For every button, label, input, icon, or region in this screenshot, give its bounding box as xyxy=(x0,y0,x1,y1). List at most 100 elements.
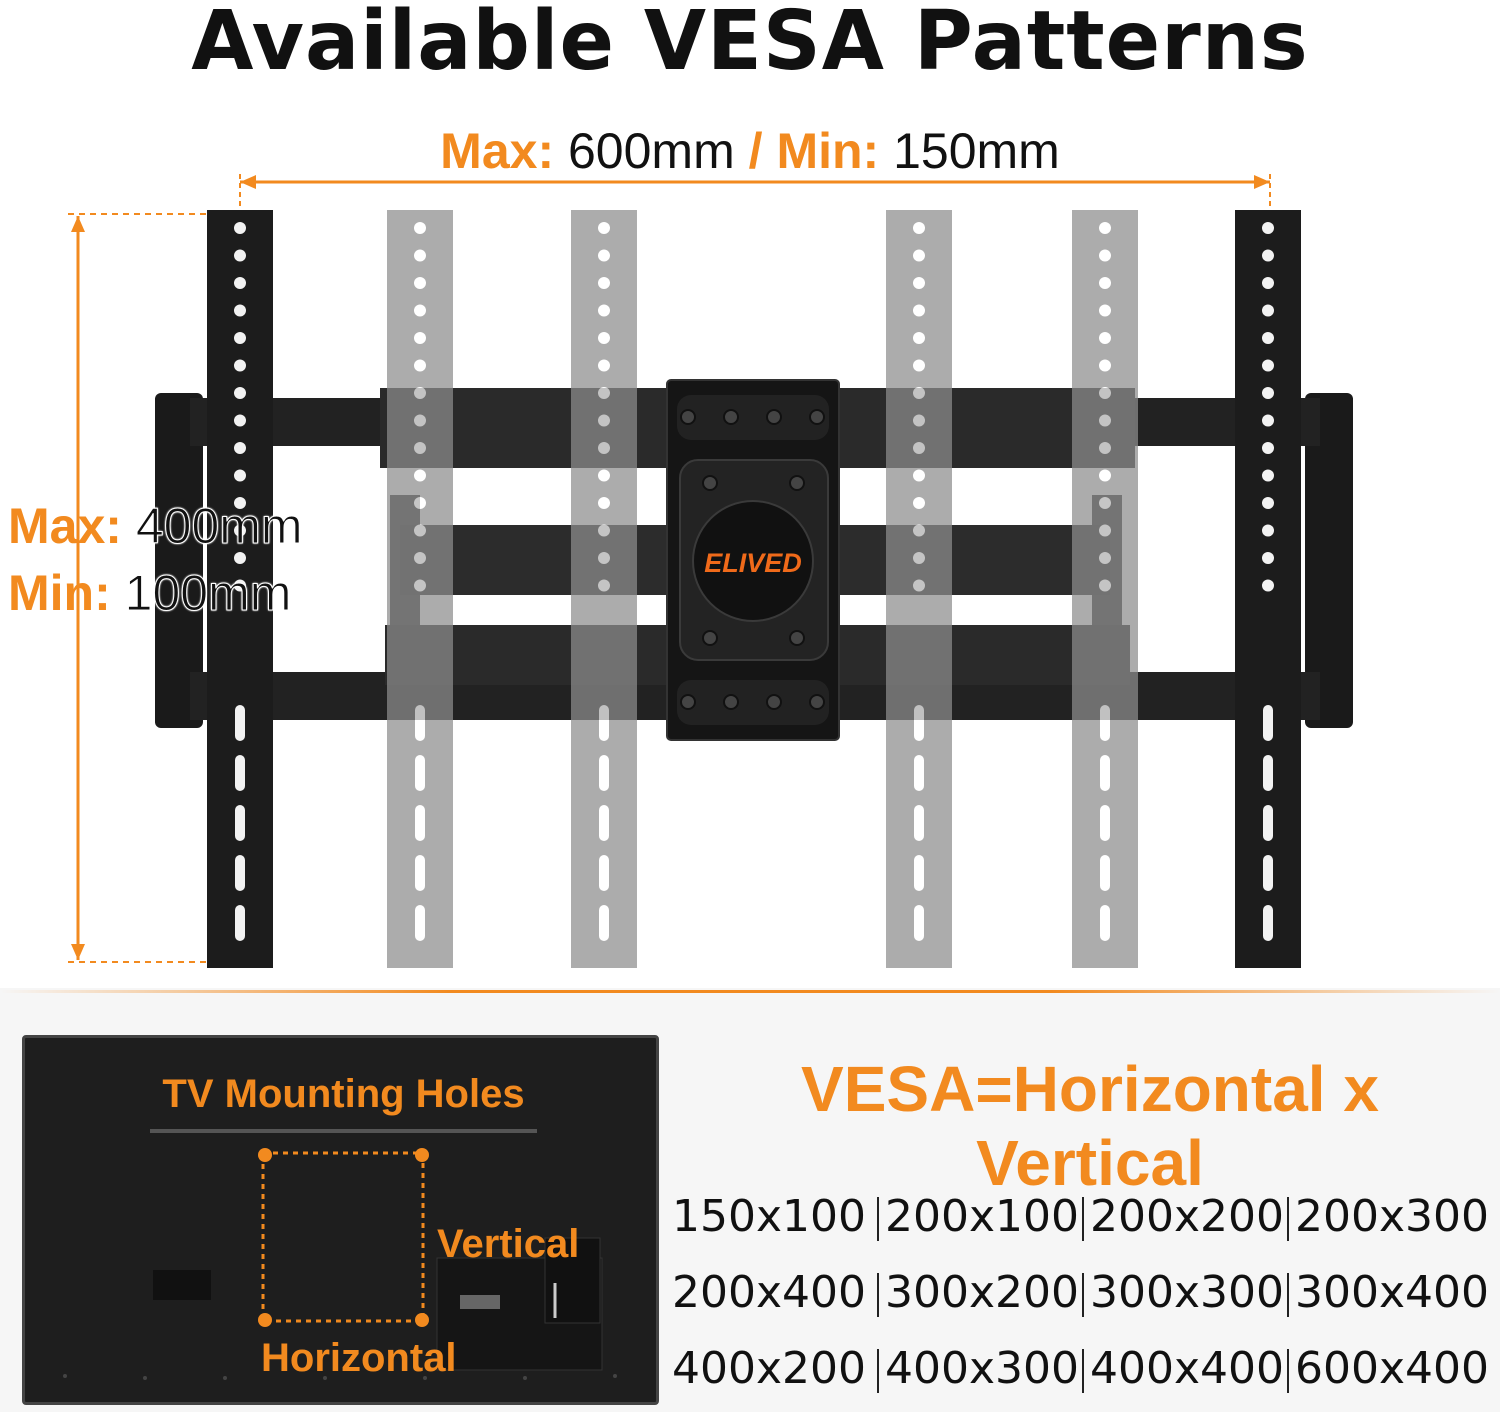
tv-side-ports xyxy=(544,1237,601,1324)
bracket-hole xyxy=(414,304,426,317)
section-divider xyxy=(0,990,1500,993)
pattern-cell: 200x100 xyxy=(877,1191,1082,1242)
bracket-hole xyxy=(1262,414,1274,427)
plate-bolt xyxy=(809,694,825,710)
pattern-cell: 300x300 xyxy=(1082,1267,1287,1318)
bracket-hole xyxy=(1099,249,1111,262)
bracket-hole xyxy=(1099,387,1111,399)
bracket-slot xyxy=(1100,755,1110,791)
pattern-cell: 300x400 xyxy=(1287,1267,1492,1318)
bracket-hole xyxy=(1262,524,1274,537)
bracket-hole xyxy=(1099,442,1111,454)
bracket-hole xyxy=(598,524,610,537)
mounting-hole xyxy=(415,1313,429,1327)
bracket-slot xyxy=(415,905,425,941)
tv-bottom-dots xyxy=(63,1374,617,1380)
pattern-cell: 600x400 xyxy=(1287,1343,1492,1394)
bracket-hole xyxy=(598,469,610,482)
bracket-slot xyxy=(235,905,245,941)
vesa-formula: VESA=Horizontal x Vertical xyxy=(801,1053,1379,1199)
bracket-hole xyxy=(414,277,426,289)
bracket-hole xyxy=(598,497,610,509)
mounting-hole-frame xyxy=(261,1151,425,1323)
bracket-slot xyxy=(914,755,924,791)
bracket-slot xyxy=(1263,805,1273,841)
bracket-hole xyxy=(598,387,610,399)
vertical-bracket xyxy=(571,210,637,968)
bracket-hole xyxy=(234,524,246,537)
bracket-hole xyxy=(414,359,426,372)
pattern-row: 200x400 300x200 300x300 300x400 xyxy=(672,1254,1492,1330)
plate-bolt xyxy=(680,409,696,425)
bracket-slot xyxy=(1263,755,1273,791)
bracket-slot xyxy=(914,805,924,841)
horizontal-label: Horizontal xyxy=(261,1336,457,1380)
tv-back-drawing xyxy=(63,1129,617,1380)
bracket-slot xyxy=(415,705,425,741)
bracket-hole xyxy=(234,497,246,509)
main-vertical-brackets xyxy=(207,210,1301,968)
bracket-hole xyxy=(234,277,246,289)
plate-bolts xyxy=(680,409,825,710)
bracket-slot xyxy=(235,755,245,791)
vertical-bracket xyxy=(387,210,453,968)
bracket-hole xyxy=(234,359,246,372)
bracket-hole xyxy=(414,552,426,564)
bracket-hole xyxy=(234,249,246,262)
tv-mounting-holes-heading: TV Mounting Holes xyxy=(162,1072,525,1116)
bracket-hole xyxy=(913,524,925,537)
vertical-label: Vertical xyxy=(437,1222,580,1266)
horizontal-dimension-arrow xyxy=(239,174,1271,215)
vertical-min: Min: 100mm xyxy=(8,564,292,622)
bracket-slot xyxy=(914,705,924,741)
plate-bolt xyxy=(680,694,696,710)
plate-bolt xyxy=(789,475,805,491)
bracket-hole xyxy=(414,579,426,592)
bracket-slot xyxy=(235,705,245,741)
bracket-hole xyxy=(414,524,426,537)
pattern-cell: 400x200 xyxy=(672,1342,867,1394)
bracket-hole xyxy=(598,579,610,592)
bracket-hole xyxy=(598,442,610,454)
bracket-slot xyxy=(599,855,609,891)
bracket-hole xyxy=(1262,442,1274,454)
vesa-pattern-table: 150x100 200x100 200x200 200x300 200x400 … xyxy=(672,1178,1492,1406)
bracket-hole xyxy=(913,277,925,289)
bracket-hole xyxy=(913,442,925,454)
center-wall-plate: ELIVED xyxy=(666,379,840,741)
bracket-hole xyxy=(1099,579,1111,592)
tv-vent xyxy=(153,1270,211,1300)
bracket-hole xyxy=(913,359,925,372)
pattern-cell: 200x200 xyxy=(1082,1191,1287,1242)
horizontal-min-value: 150mm xyxy=(893,123,1060,179)
bracket-hole xyxy=(598,552,610,564)
bracket-slot xyxy=(599,705,609,741)
pattern-row: 150x100 200x100 200x200 200x300 xyxy=(672,1178,1492,1254)
bracket-slot xyxy=(914,905,924,941)
bracket-slot xyxy=(1100,805,1110,841)
bracket-hole xyxy=(913,304,925,317)
bracket-hole xyxy=(1262,579,1274,592)
bracket-hole xyxy=(913,469,925,482)
horizontal-max-value: 600mm xyxy=(568,123,735,179)
vertical-bracket xyxy=(1072,210,1138,968)
bracket-slot xyxy=(235,805,245,841)
plate-bolt xyxy=(789,630,805,646)
plate-bolt xyxy=(702,475,718,491)
bracket-hole xyxy=(234,579,246,592)
bracket-hole xyxy=(234,304,246,317)
bracket-hole xyxy=(1099,497,1111,509)
bracket-hole xyxy=(1262,552,1274,564)
bracket-slot xyxy=(914,855,924,891)
vertical-max: Max: 400mm xyxy=(8,497,303,555)
pattern-cell: 150x100 xyxy=(672,1190,867,1242)
bracket-hole xyxy=(598,277,610,289)
bracket-hole xyxy=(598,222,610,234)
bracket-hole xyxy=(234,414,246,427)
bracket-hole xyxy=(1099,524,1111,537)
pattern-cell: 300x200 xyxy=(877,1267,1082,1318)
bracket-hole xyxy=(1099,222,1111,234)
bracket-hole xyxy=(1099,552,1111,564)
bracket-hole xyxy=(913,222,925,234)
tv-ports xyxy=(460,1295,500,1309)
